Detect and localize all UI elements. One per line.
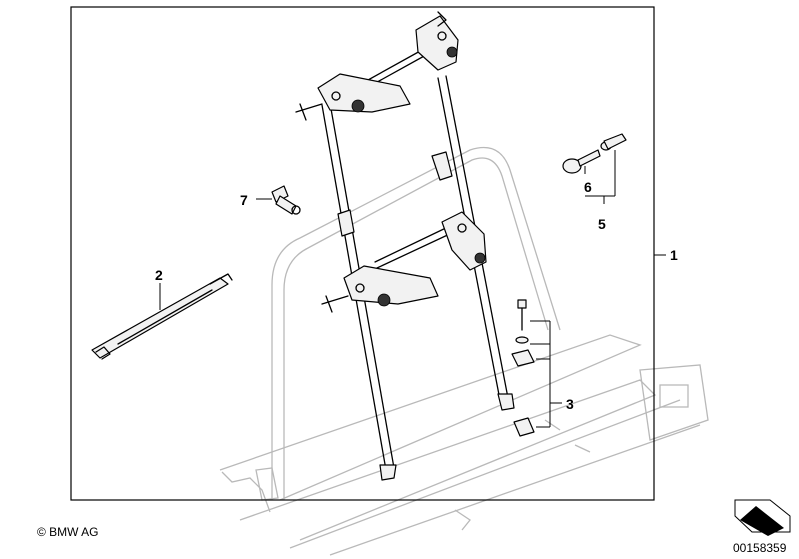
callout-1: 1 [670,247,678,263]
strap-part [91,273,233,360]
t-bolt-part [271,185,301,215]
background-carrier-ghost [219,146,709,556]
callout-5: 5 [598,216,606,232]
copyright-text: © BMW AG [37,525,99,539]
bike-holder-assembly [295,11,515,481]
callout-3: 3 [566,396,574,412]
lock-bolt-part [600,133,627,151]
arrow-box-icon [734,499,791,536]
key-part [562,149,601,174]
callout-7: 7 [240,192,248,208]
mounting-hardware-part [511,299,535,437]
callout-2: 2 [155,267,163,283]
leader-lines [159,150,666,428]
callout-6: 6 [584,179,592,195]
image-number: 00158359 [733,541,787,555]
assembly-frame-box [70,6,655,501]
